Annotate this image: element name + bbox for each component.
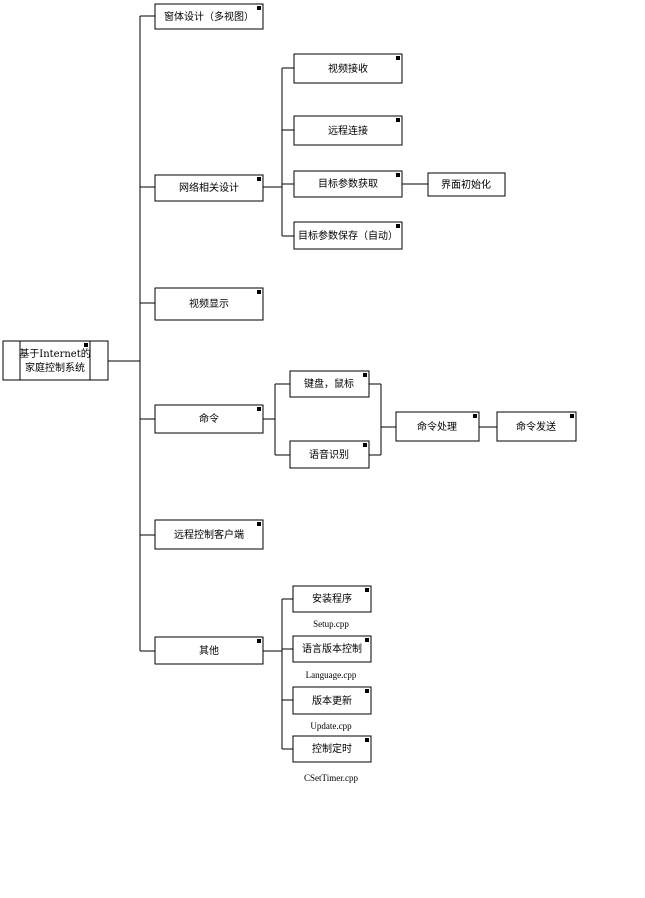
node-marker	[365, 638, 369, 642]
label-language: 语言版本控制	[302, 642, 362, 655]
root-node: 基于Internet的 家庭控制系统	[2, 340, 109, 381]
node-marker	[257, 407, 261, 411]
label-remote-client: 远程控制客户端	[174, 528, 244, 541]
node-marker	[365, 588, 369, 592]
node-marker	[257, 639, 261, 643]
file-update: Update.cpp	[310, 721, 352, 731]
node-timer: 控制定时 CSetTimer.cpp	[292, 735, 372, 783]
node-ui-init: 界面初始化	[427, 172, 506, 197]
node-marker	[257, 177, 261, 181]
node-window-design: 窗体设计（多视图）	[154, 3, 264, 30]
node-marker	[363, 443, 367, 447]
label-command-process: 命令处理	[417, 420, 457, 433]
node-command-process: 命令处理	[395, 411, 480, 442]
label-timer: 控制定时	[312, 742, 352, 755]
node-voice-recognition: 语音识别	[289, 440, 370, 469]
root-title-line1: 基于Internet的	[19, 347, 90, 360]
label-update: 版本更新	[312, 694, 352, 707]
label-other: 其他	[199, 644, 219, 657]
label-remote-connect: 远程连接	[328, 124, 368, 137]
file-install: Setup.cpp	[313, 619, 349, 629]
node-keyboard-mouse: 键盘，鼠标	[289, 370, 370, 398]
node-target-param-save: 目标参数保存（自动）	[293, 221, 403, 250]
file-timer: CSetTimer.cpp	[304, 773, 358, 783]
node-marker	[396, 224, 400, 228]
node-video-receive: 视频接收	[293, 53, 403, 84]
label-install: 安装程序	[312, 592, 352, 605]
node-target-param-get: 目标参数获取	[293, 170, 403, 198]
node-marker	[570, 414, 574, 418]
label-window-design: 窗体设计（多视图）	[164, 10, 254, 23]
node-update: 版本更新 Update.cpp	[292, 686, 372, 731]
node-remote-client: 远程控制客户端	[154, 519, 264, 550]
node-network-design: 网络相关设计	[154, 174, 264, 202]
node-marker	[365, 689, 369, 693]
node-marker	[365, 738, 369, 742]
label-voice-recognition: 语音识别	[309, 448, 349, 461]
node-language: 语言版本控制 Language.cpp	[292, 635, 372, 680]
root-title-line2: 家庭控制系统	[25, 361, 85, 374]
root-marker	[84, 343, 88, 347]
label-target-param-save: 目标参数保存（自动）	[298, 229, 398, 242]
label-target-param-get: 目标参数获取	[318, 177, 378, 190]
connectors	[108, 15, 497, 750]
label-ui-init: 界面初始化	[441, 178, 491, 191]
node-command-send: 命令发送	[496, 411, 577, 442]
node-marker	[396, 56, 400, 60]
node-video-display: 视频显示	[154, 287, 264, 321]
file-language: Language.cpp	[306, 670, 357, 680]
label-video-display: 视频显示	[189, 297, 229, 310]
node-marker	[257, 522, 261, 526]
node-marker	[396, 118, 400, 122]
label-keyboard-mouse: 键盘，鼠标	[304, 377, 354, 390]
node-marker	[257, 6, 261, 10]
label-command-send: 命令发送	[516, 420, 556, 433]
node-other: 其他	[154, 636, 264, 665]
node-command: 命令	[154, 404, 264, 434]
node-marker	[396, 173, 400, 177]
label-command: 命令	[199, 412, 219, 425]
node-marker	[257, 290, 261, 294]
label-network-design: 网络相关设计	[179, 181, 239, 194]
label-video-receive: 视频接收	[328, 62, 368, 75]
node-remote-connect: 远程连接	[293, 115, 403, 146]
node-marker	[473, 414, 477, 418]
node-install: 安装程序 Setup.cpp	[292, 585, 372, 629]
node-marker	[363, 373, 367, 377]
